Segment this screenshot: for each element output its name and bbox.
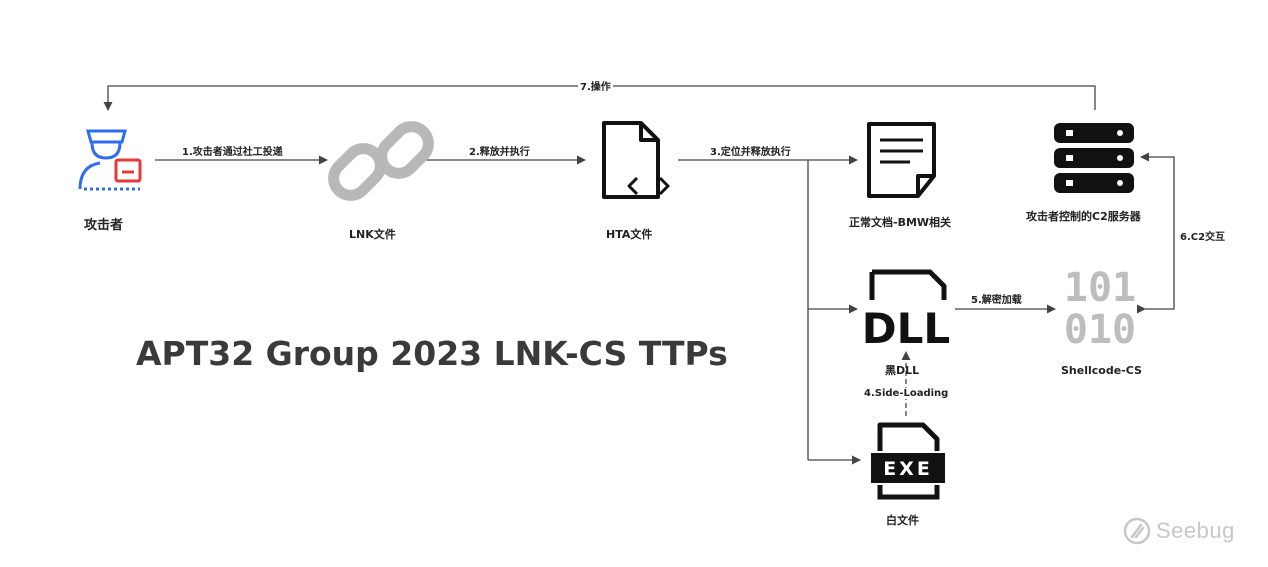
watermark-text: Seebug	[1156, 518, 1235, 543]
exe-icon-text: EXE	[883, 458, 933, 480]
server-icon	[1054, 123, 1134, 193]
normal-doc-label: 正常文档-BMW相关	[849, 216, 952, 229]
dll-file-icon: DLL	[862, 269, 950, 353]
edge-5-label: 5.解密加载	[969, 291, 1024, 306]
edge-4-label: 4.Side-Loading	[862, 388, 951, 399]
edge-1-label: 1.攻击者通过社工投递	[180, 143, 285, 158]
white-file-label: 白文件	[886, 514, 919, 527]
attacker-label: 攻击者	[84, 218, 124, 233]
hta-label: HTA文件	[606, 228, 653, 241]
edge-2-label: 2.释放并执行	[467, 143, 532, 158]
chain-link-icon	[328, 121, 434, 201]
edge-3-label: 3.定位并释放执行	[708, 143, 793, 158]
diagram-title: APT32 Group 2023 LNK-CS TTPs	[136, 334, 728, 373]
binary-bottom: 010	[1064, 307, 1136, 353]
black-dll-label: 黑DLL	[885, 364, 920, 377]
c2-server-label: 攻击者控制的C2服务器	[1026, 210, 1141, 223]
binary-icon: 101 010	[1064, 265, 1136, 353]
edge-7-label: 7.操作	[578, 78, 613, 93]
edge-6-c2-interaction	[1137, 152, 1175, 314]
binary-top: 101	[1064, 265, 1136, 311]
edge-6-label: 6.C2交互	[1178, 228, 1228, 243]
seebug-watermark: Seebug	[1122, 516, 1235, 546]
shellcode-label: Shellcode-CS	[1061, 364, 1142, 377]
exe-file-icon: EXE	[871, 422, 945, 500]
dll-icon-text: DLL	[862, 304, 950, 353]
lnk-label: LNK文件	[349, 228, 396, 241]
document-icon	[867, 122, 936, 198]
hta-file-icon	[602, 121, 670, 199]
seebug-logo-icon	[1123, 517, 1151, 545]
attacker-icon	[78, 129, 142, 191]
